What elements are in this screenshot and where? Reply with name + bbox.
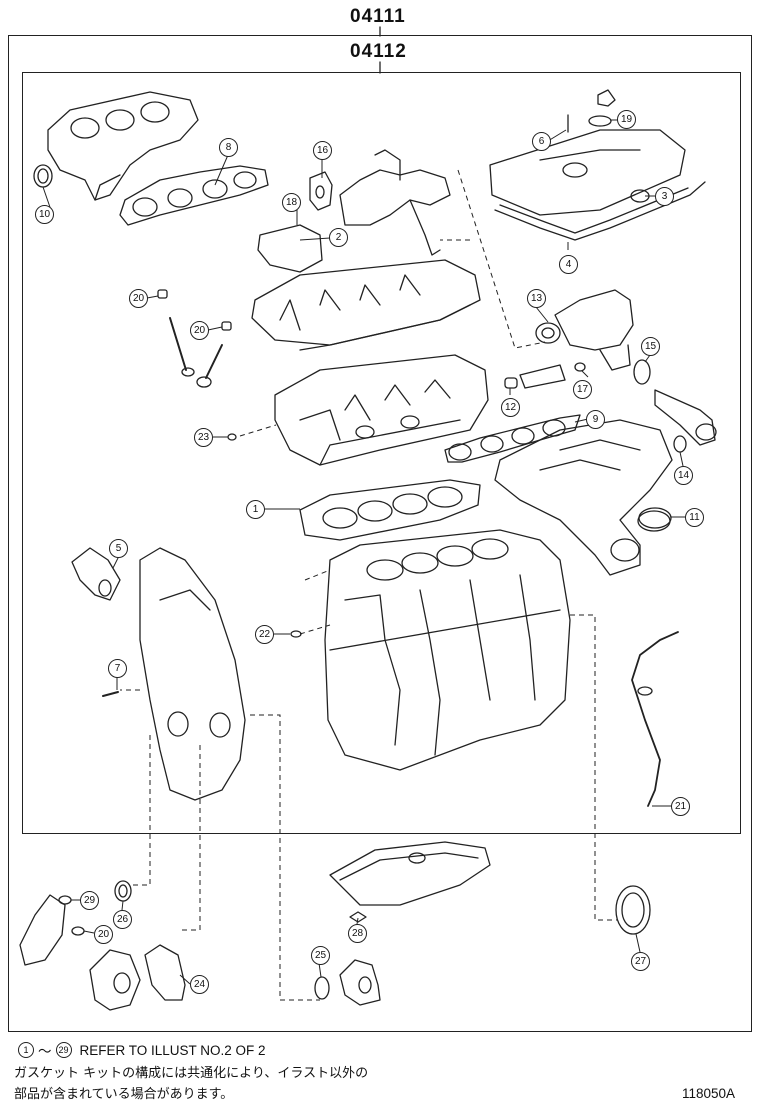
callout-29: 29 xyxy=(80,891,99,910)
callout-3: 3 xyxy=(655,187,674,206)
exhaust-manifold-drawing xyxy=(47,91,199,201)
cylinder-block-drawing xyxy=(324,529,571,771)
callout-2: 2 xyxy=(329,228,348,247)
footer-japanese-line-1: ガスケット キットの構成には共通化により、イラスト以外の xyxy=(14,1066,369,1081)
callout-18: 18 xyxy=(282,193,301,212)
cylinder-head-drawing xyxy=(274,354,489,466)
callout-28: 28 xyxy=(348,924,367,943)
callout-13: 13 xyxy=(527,289,546,308)
callout-7: 7 xyxy=(108,659,127,678)
callout-12: 12 xyxy=(501,398,520,417)
callout-20b: 20 xyxy=(190,321,209,340)
callout-9: 9 xyxy=(586,410,605,429)
callout-22: 22 xyxy=(255,625,274,644)
callout-16: 16 xyxy=(313,141,332,160)
callout-1: 1 xyxy=(246,500,265,519)
outer-part-code: 04111 xyxy=(350,6,406,27)
callout-14: 14 xyxy=(674,466,693,485)
callout-8: 8 xyxy=(219,138,238,157)
range-end-callout: 29 xyxy=(55,1042,72,1058)
water-outlet-drawing xyxy=(257,149,451,273)
range-tilde: ～ xyxy=(38,1044,52,1059)
callout-25: 25 xyxy=(311,946,330,965)
camshaft-housing-drawing xyxy=(251,259,481,351)
callout-21: 21 xyxy=(671,797,690,816)
inner-part-code: 04112 xyxy=(350,41,407,62)
callout-15: 15 xyxy=(641,337,660,356)
exhaust-gasket-drawing xyxy=(119,165,269,226)
throttle-body-drawing xyxy=(519,289,634,389)
illustration-number: 118050A xyxy=(682,1086,736,1101)
callout-20c: 20 xyxy=(94,925,113,944)
footer-reference-note: 1 ～ 29 REFER TO ILLUST NO.2 OF 2 xyxy=(18,1040,266,1060)
callout-26: 26 xyxy=(113,910,132,929)
cylinder-head-cover-drawing xyxy=(489,89,706,241)
intake-manifold-drawing xyxy=(494,419,673,576)
callout-11: 11 xyxy=(685,508,704,527)
callout-17: 17 xyxy=(573,380,592,399)
range-start-callout: 1 xyxy=(18,1042,34,1058)
callout-20a: 20 xyxy=(129,289,148,308)
oil-pan-drawing xyxy=(329,841,491,923)
footer-japanese-line-2: 部品が含まれている場合があります。 xyxy=(14,1087,234,1102)
callout-6: 6 xyxy=(532,132,551,151)
callout-5: 5 xyxy=(109,539,128,558)
callout-4: 4 xyxy=(559,255,578,274)
callout-19: 19 xyxy=(617,110,636,129)
timing-chain-cover-drawing xyxy=(139,547,246,801)
inner-kit-frame xyxy=(22,72,741,834)
callout-10: 10 xyxy=(35,205,54,224)
water-pump-drawing xyxy=(19,880,186,1011)
callout-24: 24 xyxy=(190,975,209,994)
intake-gasket-drawing xyxy=(444,414,581,463)
callout-27: 27 xyxy=(631,952,650,971)
head-gasket-drawing xyxy=(299,479,481,541)
reference-text: REFER TO ILLUST NO.2 OF 2 xyxy=(79,1042,266,1058)
callout-23: 23 xyxy=(194,428,213,447)
